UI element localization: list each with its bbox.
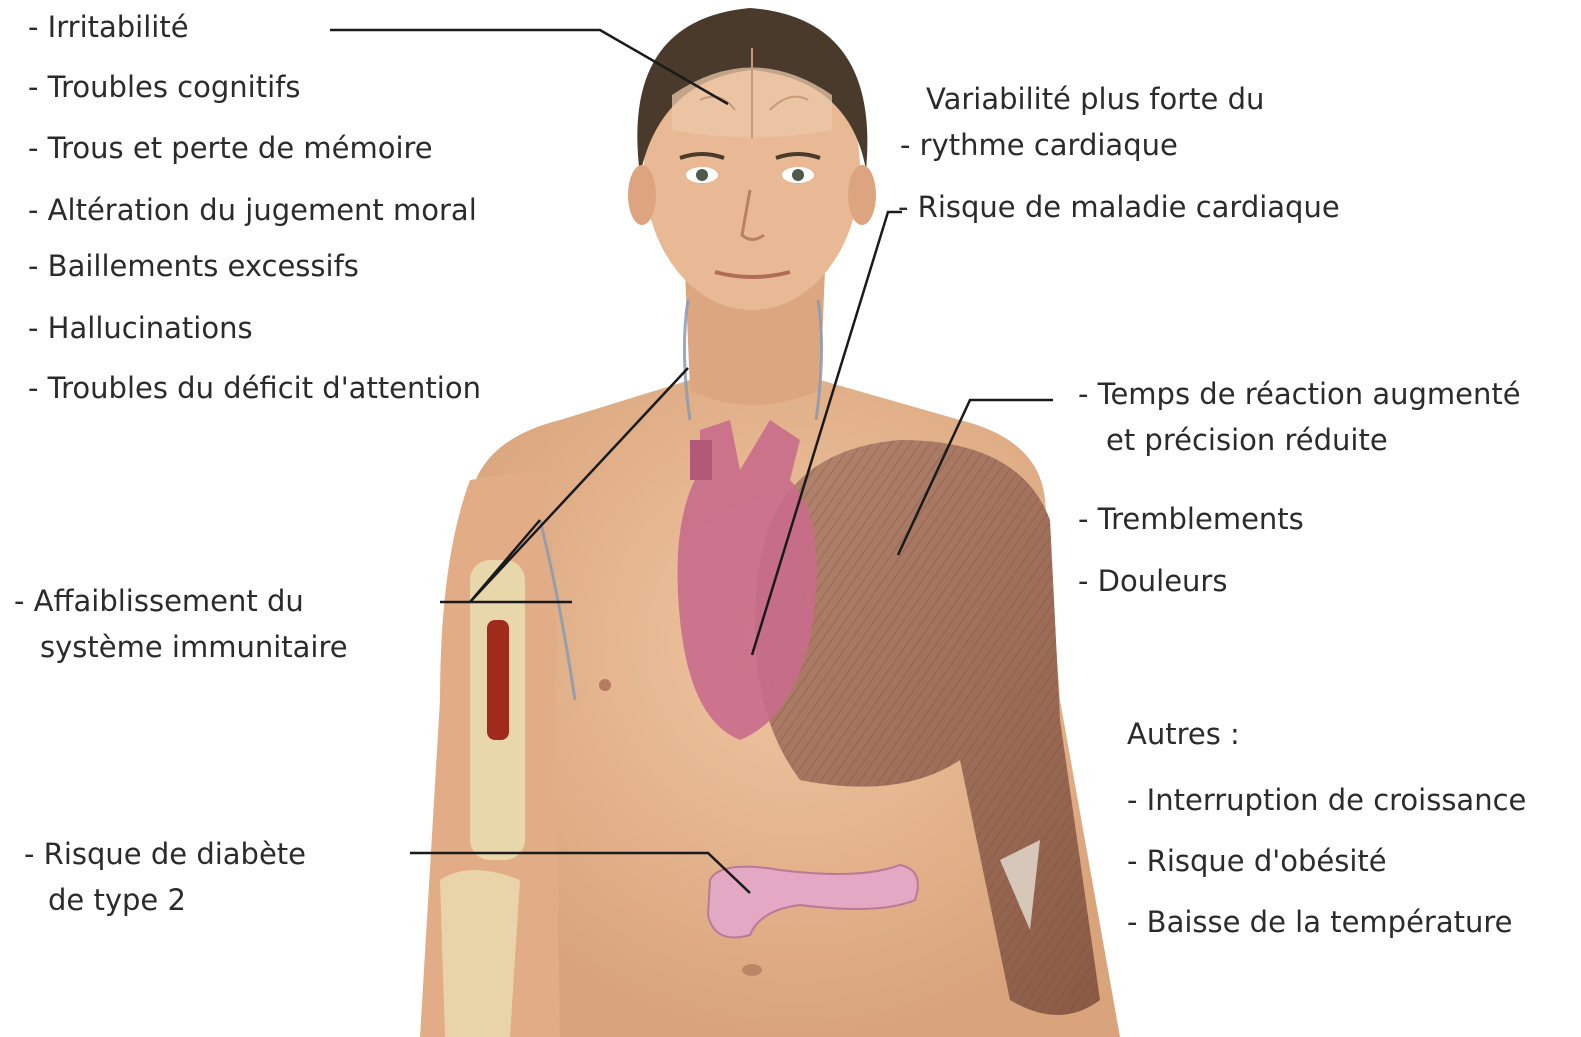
label-troubles-cognitifs: - Troubles cognitifs xyxy=(28,70,300,104)
label-deficit-attention: - Troubles du déficit d'attention xyxy=(28,371,481,405)
label-immunitaire: - Affaiblissement du système immunitaire xyxy=(14,584,348,664)
label-maladie-cardiaque: - Risque de maladie cardiaque xyxy=(898,190,1340,224)
label-hallucinations: - Hallucinations xyxy=(28,311,253,345)
label-croissance: - Interruption de croissance xyxy=(1127,783,1526,817)
label-temps-reaction: - Temps de réaction augmenté et précisio… xyxy=(1078,377,1521,457)
label-temperature: - Baisse de la température xyxy=(1127,905,1512,939)
label-trous-memoire: - Trous et perte de mémoire xyxy=(28,131,433,165)
label-diabete: - Risque de diabète de type 2 xyxy=(24,837,306,917)
label-autres: Autres : xyxy=(1127,717,1240,751)
label-immunitaire-line1: - Affaiblissement du xyxy=(14,584,348,618)
label-variabilite-line2: - rythme cardiaque xyxy=(900,128,1264,162)
label-diabete-line1: - Risque de diabète xyxy=(24,837,306,871)
label-baillements: - Baillements excessifs xyxy=(28,249,359,283)
label-diabete-line2: de type 2 xyxy=(24,883,306,917)
label-variabilite: Variabilité plus forte du - rythme cardi… xyxy=(900,82,1264,162)
label-tremblements: - Tremblements xyxy=(1078,502,1304,536)
label-jugement-moral: - Altération du jugement moral xyxy=(28,193,477,227)
label-immunitaire-line2: système immunitaire xyxy=(14,630,348,664)
label-temps-reaction-line1: - Temps de réaction augmenté xyxy=(1078,377,1521,411)
label-irritabilite: - Irritabilité xyxy=(28,10,189,44)
label-obesite: - Risque d'obésité xyxy=(1127,844,1387,878)
label-temps-reaction-line2: et précision réduite xyxy=(1078,423,1521,457)
label-douleurs: - Douleurs xyxy=(1078,564,1227,598)
label-variabilite-line1: Variabilité plus forte du xyxy=(900,82,1264,116)
